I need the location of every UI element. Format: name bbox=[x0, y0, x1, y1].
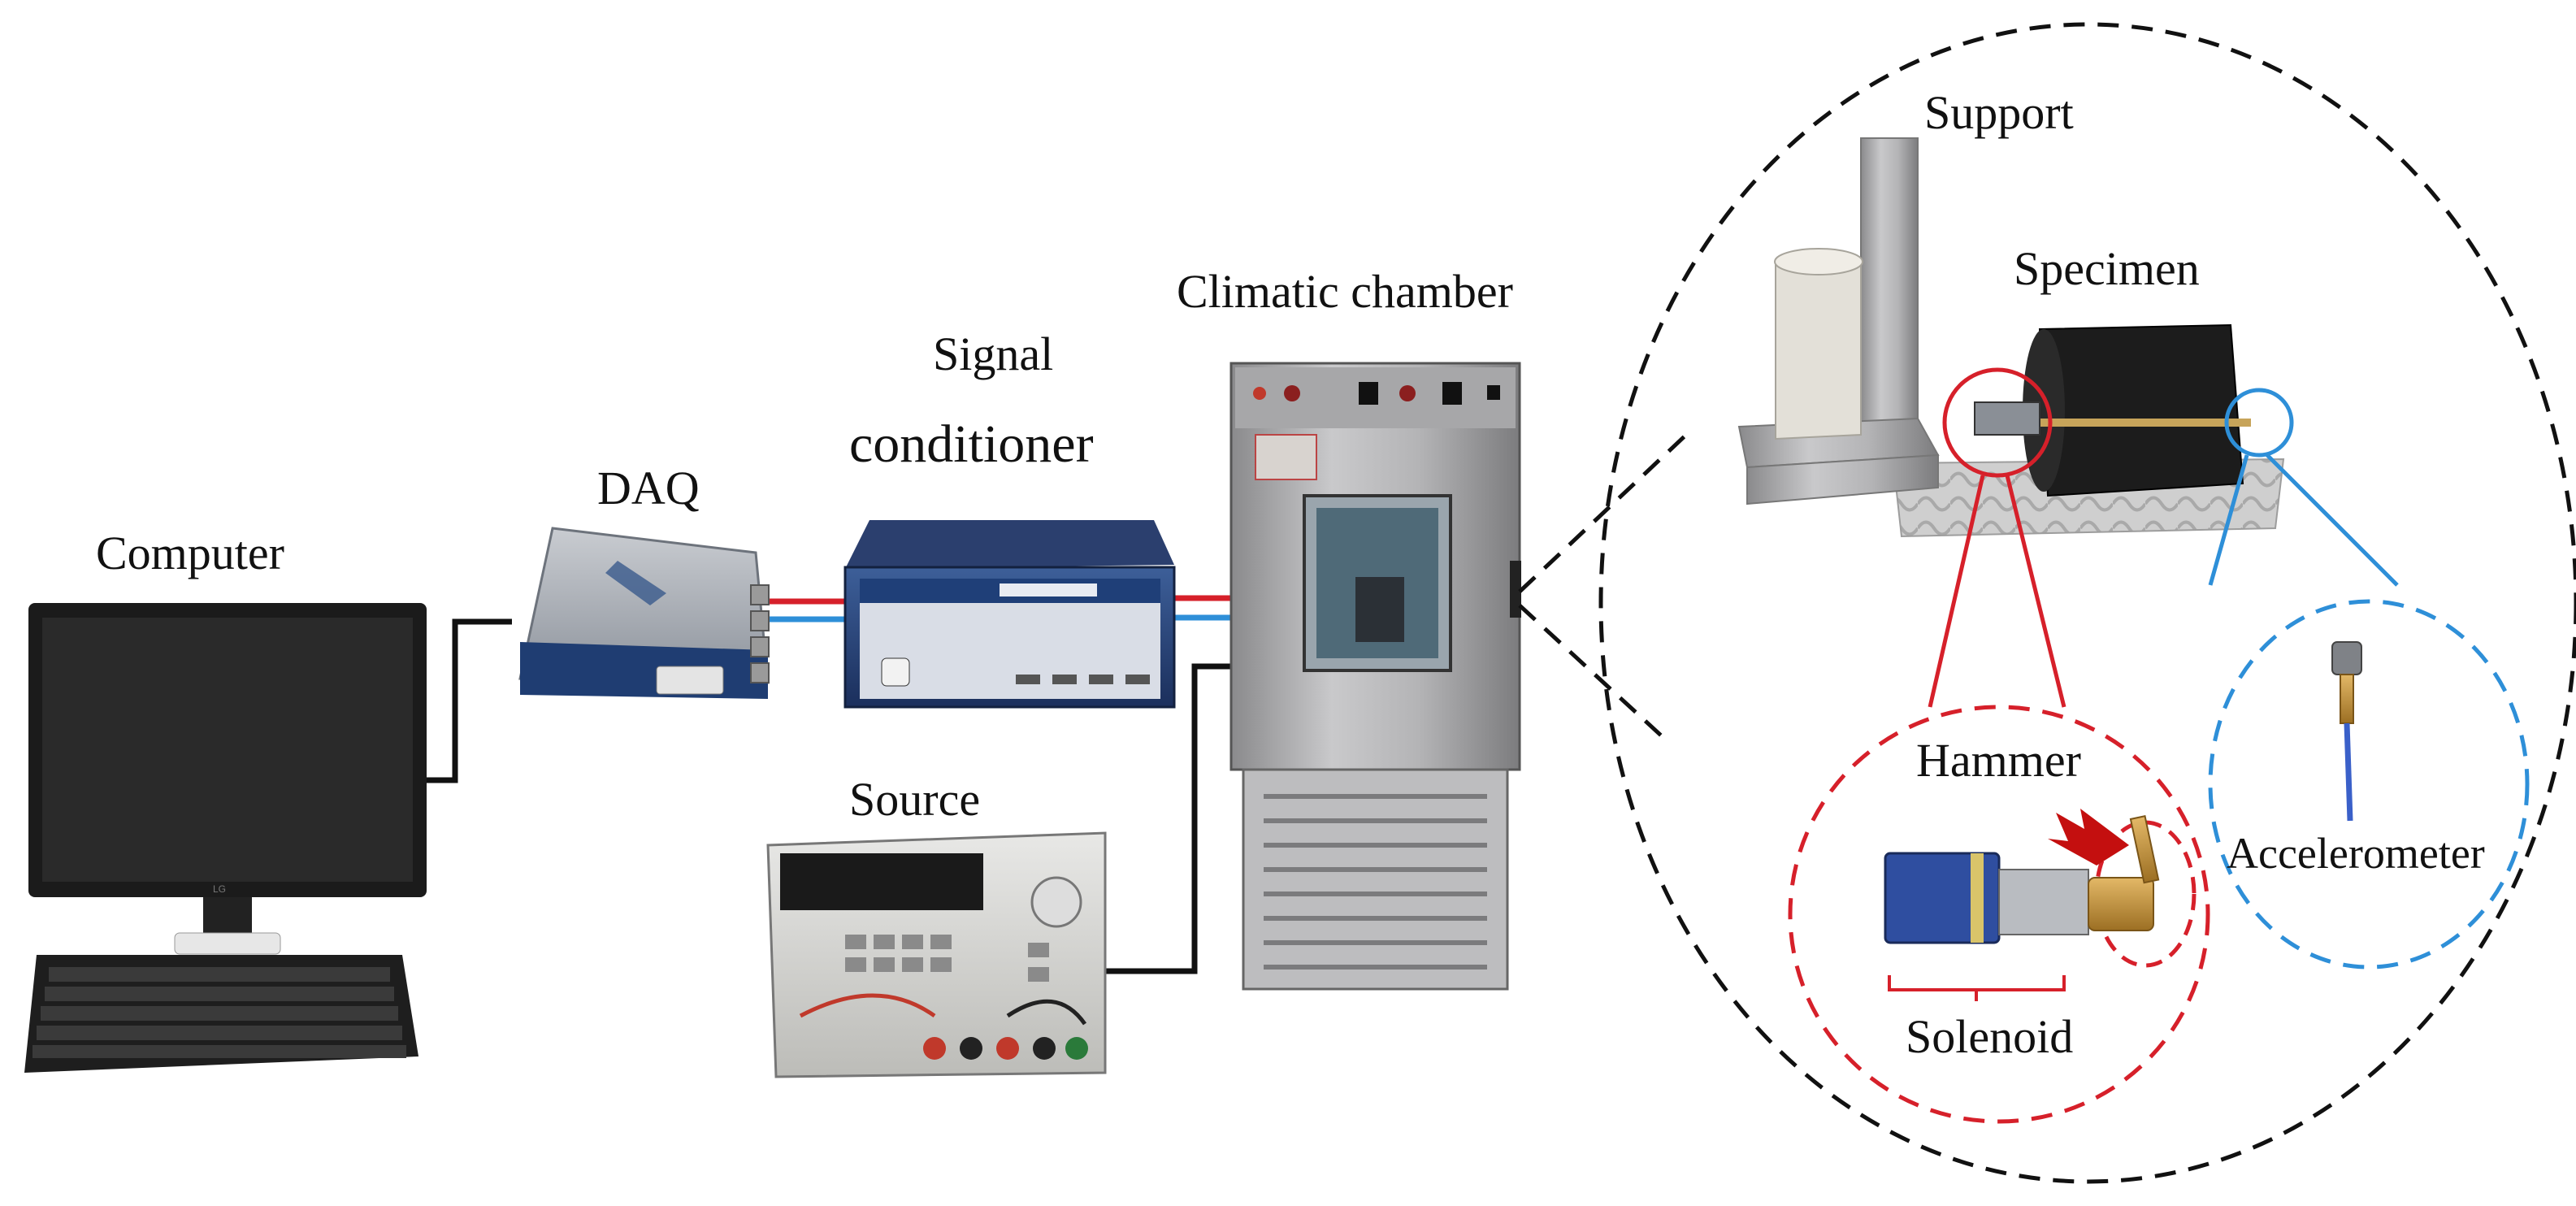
accelerometer-connector bbox=[2340, 674, 2354, 724]
chamber-controls bbox=[1253, 382, 1500, 405]
source-black-lead bbox=[1006, 999, 1087, 1026]
cylinder-specimen-top bbox=[1774, 248, 1863, 275]
chamber-lower-cabinet bbox=[1242, 768, 1509, 991]
power-source bbox=[766, 831, 1107, 1078]
accelerometer-detail bbox=[2208, 599, 2530, 970]
solenoid-bracket bbox=[1888, 975, 2066, 1001]
zoom-callout bbox=[1518, 22, 2576, 1184]
source-red-lead bbox=[799, 993, 936, 1018]
label-specimen: Specimen bbox=[2014, 242, 2200, 295]
monitor-screen bbox=[42, 618, 413, 882]
rig-solenoid-small bbox=[1974, 401, 2040, 436]
specimen-asphalt-face bbox=[2023, 329, 2065, 492]
signal-conditioner bbox=[843, 520, 1176, 709]
chamber-warning-label bbox=[1255, 434, 1317, 480]
label-solenoid: Solenoid bbox=[1906, 1010, 2073, 1063]
zoom-line-bottom bbox=[1518, 604, 1672, 745]
hammer-sensor-stem bbox=[2129, 815, 2160, 884]
label-signal: Signal bbox=[933, 328, 1053, 380]
accelerometer-cable bbox=[2344, 722, 2353, 822]
test-rig bbox=[1737, 137, 2294, 538]
conditioner-channels bbox=[1016, 675, 1150, 684]
source-knob bbox=[1030, 876, 1082, 928]
label-accelerometer: Accelerometer bbox=[2227, 829, 2485, 878]
source-display bbox=[780, 853, 983, 910]
accelerometer-connector-right bbox=[2266, 453, 2399, 587]
hammer-location-circle bbox=[1942, 367, 2053, 478]
computer: LG bbox=[24, 603, 427, 1073]
daq-base bbox=[520, 642, 768, 699]
daq-bnc-connectors bbox=[750, 584, 770, 683]
solenoid-plunger-housing bbox=[1998, 869, 2089, 935]
monitor-stand bbox=[203, 897, 252, 938]
label-climatic-chamber: Climatic chamber bbox=[1177, 265, 1513, 318]
hammer-detail-circle bbox=[1788, 705, 2210, 1124]
zoom-ellipse bbox=[1598, 22, 2576, 1184]
daq-device bbox=[518, 527, 770, 699]
monitor-logo: LG bbox=[213, 883, 226, 895]
accelerometer-sensor bbox=[2331, 641, 2362, 675]
label-conditioner: conditioner bbox=[849, 414, 1094, 474]
source-terminals bbox=[923, 1037, 1088, 1060]
daq-label-plate bbox=[656, 666, 724, 695]
accelerometer-detail-circle bbox=[2208, 599, 2530, 970]
conditioner-top bbox=[845, 520, 1174, 569]
source-buttons bbox=[845, 935, 1049, 982]
label-daq: DAQ bbox=[597, 462, 700, 514]
monitor-base bbox=[174, 932, 281, 955]
accelerometer-location-circle bbox=[2224, 388, 2294, 458]
accelerometer-connector-left bbox=[2208, 454, 2249, 586]
labels: Computer DAQ Signal conditioner Climatic… bbox=[96, 86, 2485, 1063]
specimen-asphalt bbox=[2038, 323, 2244, 497]
detail-connectors bbox=[1928, 453, 2399, 708]
label-support: Support bbox=[1924, 86, 2074, 139]
zoom-line-top bbox=[1518, 433, 1688, 593]
hammer-detail bbox=[1788, 705, 2210, 1124]
keyboard-keys bbox=[33, 967, 406, 1058]
conditioner-power-button bbox=[881, 657, 910, 687]
computer-daq-cable bbox=[423, 618, 512, 783]
chamber-window-specimen bbox=[1355, 577, 1404, 642]
source-chamber-cable bbox=[1097, 663, 1251, 974]
climatic-chamber bbox=[1229, 362, 1521, 991]
impact-arrow-icon bbox=[2048, 809, 2129, 865]
chamber-side-port bbox=[1510, 561, 1521, 618]
label-computer: Computer bbox=[96, 527, 284, 579]
hammer-head bbox=[2088, 877, 2154, 931]
label-source: Source bbox=[849, 773, 980, 826]
specimen-rod bbox=[1975, 419, 2251, 427]
hammer-connector-right bbox=[2005, 475, 2066, 708]
chamber-vent-slats bbox=[1264, 794, 1487, 970]
cylinder-specimen-white bbox=[1775, 259, 1862, 440]
solenoid-tape bbox=[1971, 853, 1984, 943]
label-hammer: Hammer bbox=[1916, 734, 2081, 787]
hammer-connector-left bbox=[1928, 475, 1985, 708]
daq-logo-icon bbox=[605, 561, 666, 605]
conditioner-display bbox=[1000, 583, 1097, 596]
